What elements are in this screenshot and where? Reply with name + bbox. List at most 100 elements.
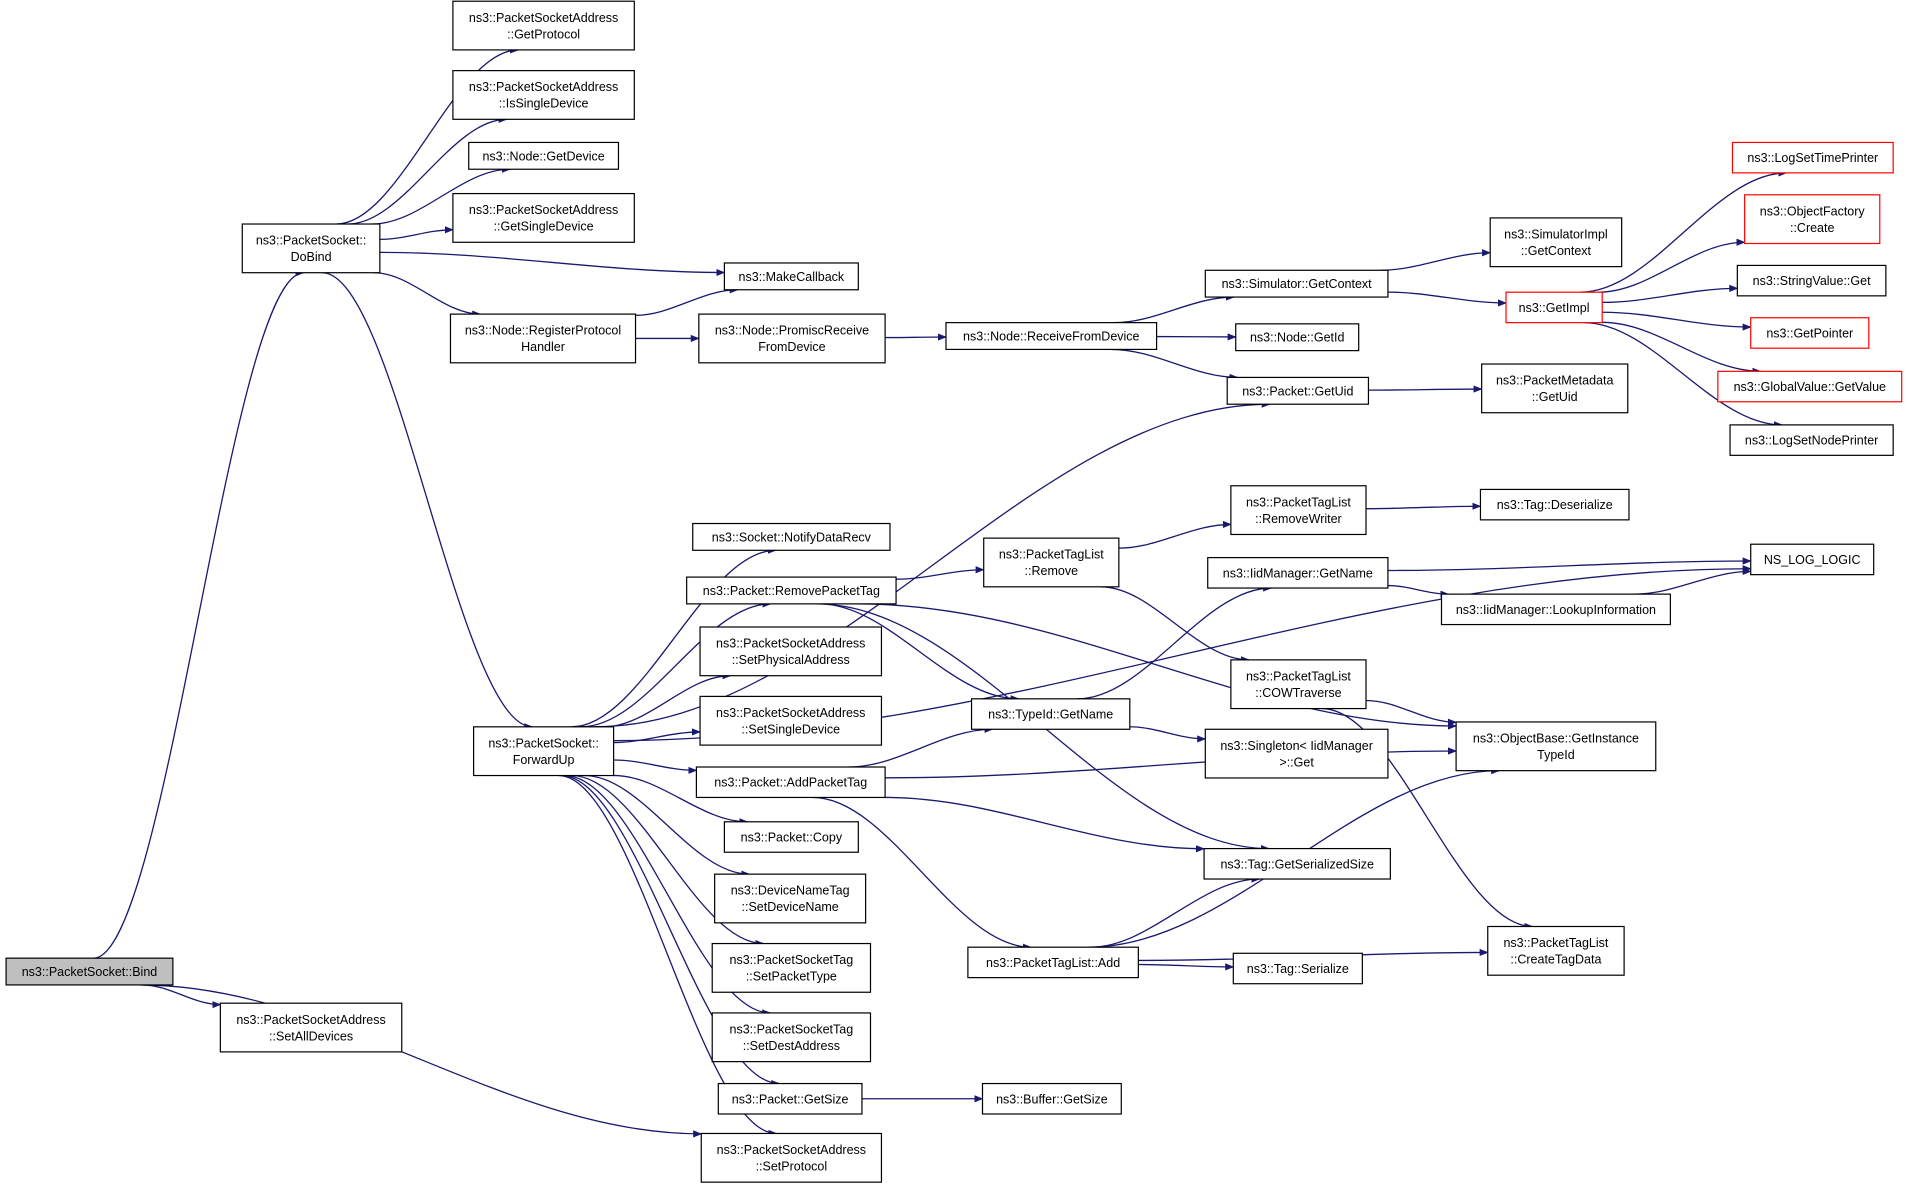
node-box	[970, 698, 1131, 730]
graph-node[interactable]: ns3::PacketMetadata::GetUid	[1481, 363, 1629, 414]
graph-node[interactable]: ns3::LogSetTimePrinter	[1731, 141, 1894, 174]
graph-node[interactable]: ns3::PacketSocketAddress::SetPhysicalAdd…	[699, 626, 883, 677]
node-box	[1717, 370, 1903, 403]
call-edge	[1129, 726, 1207, 743]
node-box	[241, 223, 381, 274]
graph-node[interactable]: ns3::PacketSocketAddress::SetSingleDevic…	[699, 695, 883, 746]
node-box	[1505, 291, 1603, 324]
graph-node[interactable]: ns3::PacketSocketAddress::SetAllDevices	[219, 1002, 403, 1053]
graph-node[interactable]: ns3::TypeId::GetName	[970, 698, 1131, 730]
graph-node[interactable]: ns3::Socket::NotifyDataRecv	[692, 522, 891, 551]
graph-node[interactable]: ns3::PacketTagList::Add	[967, 946, 1139, 979]
graph-node[interactable]: ns3::PacketTagList::COWTraverse	[1230, 659, 1367, 710]
graph-node[interactable]: ns3::StringValue::Get	[1736, 264, 1887, 297]
call-edge	[560, 774, 781, 1088]
graph-node[interactable]: ns3::PacketTagList::RemoveWriter	[1230, 485, 1367, 536]
graph-node[interactable]: ns3::Packet::GetUid	[1226, 376, 1370, 405]
graph-node[interactable]: ns3::Node::GetId	[1235, 323, 1360, 352]
graph-node[interactable]: ns3::LogSetNodePrinter	[1729, 424, 1894, 456]
graph-node[interactable]: ns3::MakeCallback	[723, 262, 859, 291]
graph-node[interactable]: ns3::PacketSocketAddress::GetProtocol	[452, 0, 635, 51]
graph-node[interactable]: ns3::PacketSocketTag::SetDestAddress	[711, 1012, 872, 1063]
node-label: Handler	[521, 340, 565, 354]
node-label: ::SetAllDevices	[269, 1029, 353, 1043]
node-label: ::GetSingleDevice	[494, 220, 594, 234]
node-label: ns3::Packet::RemovePacketTag	[703, 584, 880, 598]
graph-node[interactable]: ns3::PacketSocket::Bind	[5, 957, 174, 986]
call-edge	[564, 774, 772, 1017]
graph-node[interactable]: ns3::GetImpl	[1505, 291, 1603, 324]
graph-node[interactable]: ns3::ObjectFactory::Create	[1744, 194, 1881, 245]
node-box	[699, 695, 883, 746]
node-box	[219, 1002, 403, 1053]
graph-node[interactable]: ns3::Packet::RemovePacketTag	[686, 576, 897, 605]
node-box	[452, 70, 635, 120]
call-edge	[379, 251, 726, 277]
node-label: DoBind	[291, 250, 332, 264]
node-box	[1204, 728, 1389, 779]
node-box	[449, 313, 637, 364]
node-label: ::Remove	[1025, 564, 1079, 578]
node-label: ns3::GlobalValue::GetValue	[1734, 380, 1886, 394]
graph-node[interactable]: ns3::IidManager::GetName	[1207, 557, 1389, 589]
node-box	[1750, 317, 1870, 349]
graph-node[interactable]: ns3::SimulatorImpl::GetContext	[1489, 217, 1623, 268]
node-label: ns3::Tag::Deserialize	[1497, 498, 1613, 512]
call-edge	[613, 774, 749, 826]
node-label: ::GetContext	[1521, 244, 1592, 258]
node-layer: ns3::PacketSocket::Bindns3::PacketSocket…	[5, 0, 1903, 1183]
graph-node[interactable]: ns3::PacketSocketAddress::SetProtocol	[700, 1132, 883, 1183]
graph-node[interactable]: ns3::PacketSocketAddress::IsSingleDevice	[452, 70, 635, 120]
graph-node[interactable]: ns3::Node::ReceiveFromDevice	[945, 322, 1158, 351]
graph-node[interactable]: ns3::Singleton< IidManager>::Get	[1204, 728, 1389, 779]
call-edge	[1366, 502, 1482, 510]
graph-node[interactable]: ns3::Simulator::GetContext	[1204, 269, 1389, 298]
node-box	[1226, 376, 1370, 405]
graph-node[interactable]: NS_LOG_LOGIC	[1750, 543, 1875, 576]
graph-node[interactable]: ns3::Packet::AddPacketTag	[695, 766, 886, 799]
node-label: ns3::PacketSocketAddress	[716, 706, 865, 720]
node-label: ns3::Tag::GetSerializedSize	[1220, 857, 1374, 871]
graph-node[interactable]: ns3::Packet::GetSize	[717, 1082, 863, 1115]
graph-node[interactable]: ns3::GetPointer	[1750, 317, 1870, 349]
node-label: ns3::Buffer::GetSize	[996, 1092, 1108, 1106]
node-box	[698, 313, 886, 364]
node-label: ns3::Node::GetDevice	[482, 149, 604, 163]
node-box	[1481, 363, 1629, 414]
node-label: ns3::PacketTagList::Add	[986, 956, 1120, 970]
graph-node[interactable]: ns3::Buffer::GetSize	[981, 1082, 1122, 1115]
graph-node[interactable]: ns3::Tag::Deserialize	[1479, 488, 1630, 521]
graph-node[interactable]: ns3::IidManager::LookupInformation	[1440, 593, 1671, 626]
graph-node[interactable]: ns3::PacketSocketTag::SetPacketType	[711, 942, 872, 993]
node-label: ns3::ObjectBase::GetInstance	[1473, 732, 1639, 746]
graph-node[interactable]: ns3::Node::GetDevice	[468, 141, 620, 170]
node-box	[452, 0, 635, 51]
graph-node[interactable]: ns3::PacketSocketAddress::GetSingleDevic…	[452, 192, 635, 243]
node-label: ns3::GetImpl	[1519, 301, 1590, 315]
graph-node[interactable]: ns3::PacketSocket::DoBind	[241, 223, 381, 274]
node-label: ns3::SimulatorImpl	[1504, 228, 1608, 242]
graph-node[interactable]: ns3::DeviceNameTag::SetDeviceName	[714, 873, 867, 924]
node-label: ::COWTraverse	[1255, 686, 1341, 700]
call-edge	[603, 672, 732, 728]
graph-node[interactable]: ns3::Tag::Serialize	[1232, 952, 1363, 985]
node-label: ::SetPacketType	[746, 970, 837, 984]
node-label: ns3::PacketSocket::	[256, 234, 366, 248]
graph-node[interactable]: ns3::PacketTagList::Remove	[983, 537, 1120, 588]
graph-node[interactable]: ns3::PacketSocket::ForwardUp	[472, 726, 615, 777]
call-edge	[581, 600, 772, 728]
node-label: ns3::PacketSocketAddress	[469, 80, 618, 94]
graph-node[interactable]: ns3::Tag::GetSerializedSize	[1203, 847, 1391, 880]
node-box	[714, 873, 867, 924]
graph-node[interactable]: ns3::Packet::Copy	[723, 821, 859, 853]
call-edge	[1090, 875, 1261, 948]
node-label: ns3::StringValue::Get	[1753, 274, 1871, 288]
node-box	[711, 942, 872, 993]
node-box	[472, 726, 615, 777]
graph-node[interactable]: ns3::PacketTagList::CreateTagData	[1487, 925, 1625, 976]
graph-node[interactable]: ns3::GlobalValue::GetValue	[1717, 370, 1903, 403]
call-edge	[896, 566, 985, 580]
